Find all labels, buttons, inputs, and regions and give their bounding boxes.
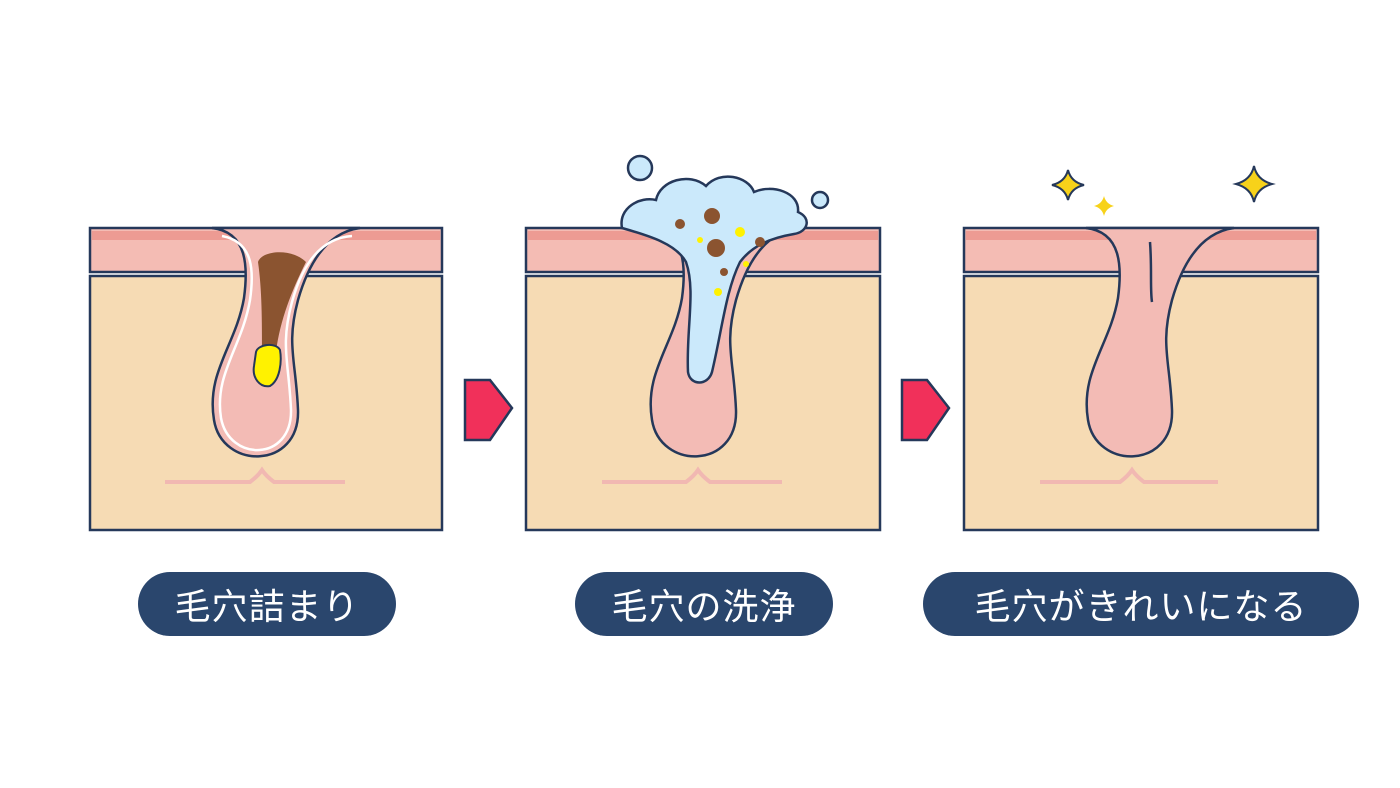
caption-clogged: 毛穴詰まり bbox=[138, 572, 396, 636]
caption-text: 毛穴の洗浄 bbox=[611, 587, 797, 628]
dirt-particle bbox=[720, 268, 728, 276]
caption-cleansing: 毛穴の洗浄 bbox=[575, 572, 833, 636]
sebum-plug bbox=[258, 252, 306, 356]
bubble-icon bbox=[626, 154, 654, 182]
arrow-right-icon bbox=[463, 378, 514, 442]
sebum-particle bbox=[735, 227, 745, 237]
follicle-outline-inner bbox=[218, 234, 353, 452]
sparkle-icon bbox=[1232, 165, 1276, 203]
dermis-line bbox=[165, 466, 345, 484]
dirt-particle bbox=[704, 208, 720, 224]
panel-clogged bbox=[88, 226, 444, 532]
sebum-particle bbox=[697, 237, 703, 243]
foam bbox=[620, 175, 808, 384]
sebum-particle bbox=[743, 261, 749, 267]
dirt-particle bbox=[755, 237, 765, 247]
pore-closed-line bbox=[1148, 241, 1154, 303]
caption-text: 毛穴がきれいになる bbox=[974, 587, 1308, 628]
sebum-particle bbox=[714, 288, 722, 296]
caption-text: 毛穴詰まり bbox=[174, 587, 360, 628]
dermis-line bbox=[602, 466, 782, 484]
sparkle-icon bbox=[1051, 169, 1085, 201]
follicle bbox=[649, 226, 799, 458]
dirt-particle bbox=[707, 239, 725, 257]
dirt-particle bbox=[675, 219, 685, 229]
panel-clean bbox=[962, 165, 1320, 532]
sebum-core bbox=[252, 344, 282, 388]
bubble-icon bbox=[810, 190, 830, 210]
dermis-line bbox=[1040, 466, 1218, 484]
caption-clean: 毛穴がきれいになる bbox=[923, 572, 1359, 636]
follicle bbox=[1085, 226, 1235, 458]
arrow-right-icon bbox=[900, 378, 951, 442]
sparkle-icon bbox=[1094, 196, 1114, 216]
panel-cleansing bbox=[524, 154, 882, 532]
